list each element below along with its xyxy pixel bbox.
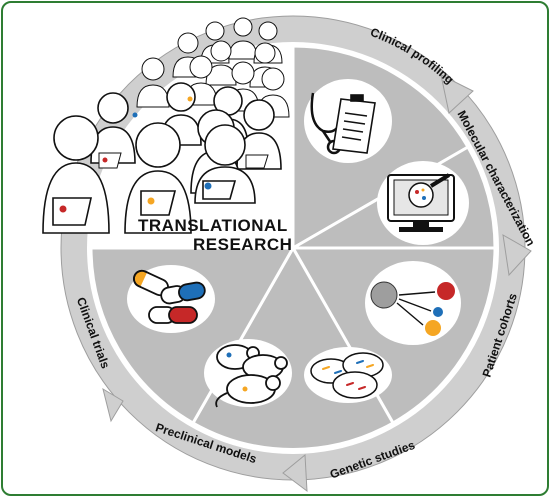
mice-icon [204,339,292,408]
arrow-head-3 [282,453,308,493]
arrow-head-1 [440,74,474,114]
computer-microscope-icon [377,161,469,245]
people-group-icon [42,17,290,234]
arrow-head-4 [102,387,124,423]
cell-division-icon [365,261,461,345]
clipboard-icon [332,94,376,154]
arrow-head-2 [502,234,532,277]
petri-dish-icon [304,347,392,403]
clinical-profiling-illustration [304,79,392,163]
ring-arrows [102,74,532,493]
title-line-1: TRANSLATIONAL [138,216,288,235]
pills-icon [127,265,215,333]
translational-research-diagram: Clinical profiling Molecular characteriz… [42,15,538,493]
title-line-2: RESEARCH [193,235,292,254]
